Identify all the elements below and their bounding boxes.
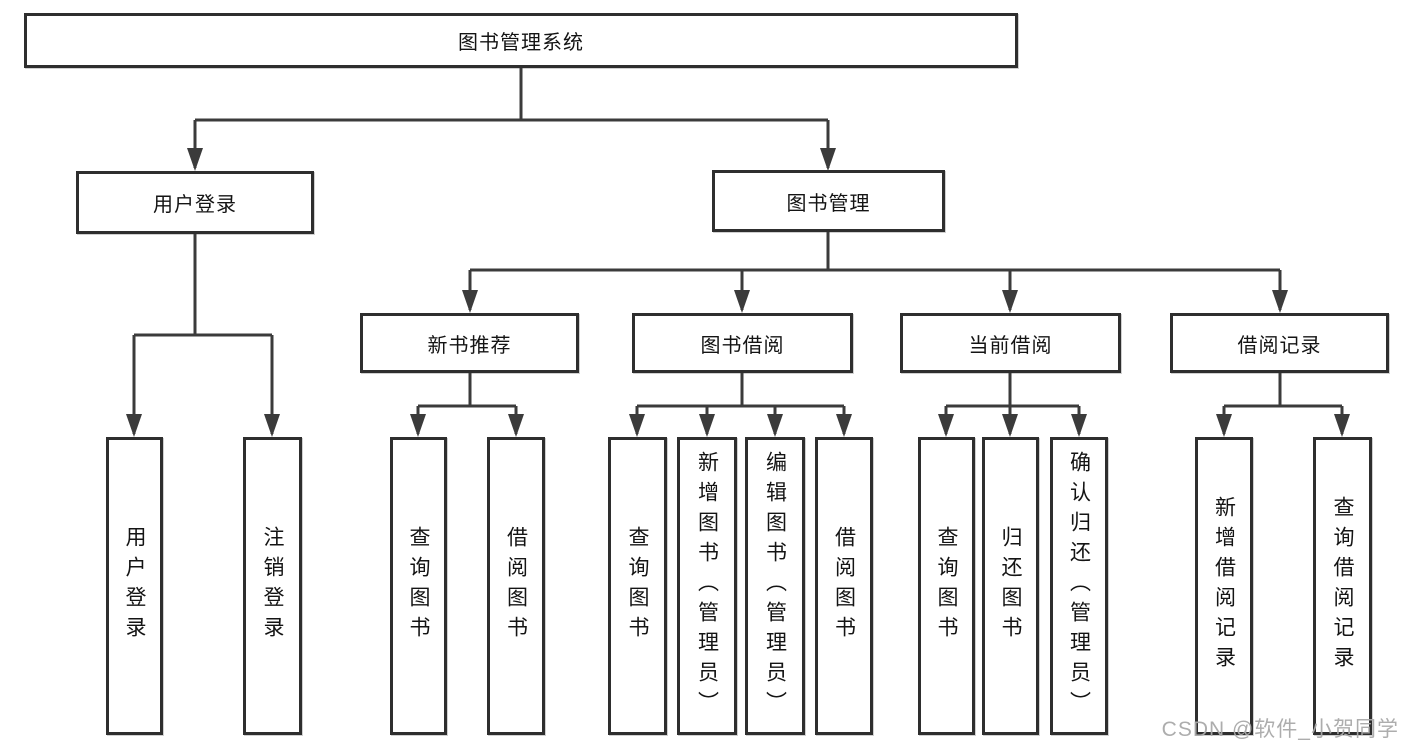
- node-label: 注销登录: [261, 526, 284, 646]
- node-label: 借阅记录: [1237, 334, 1322, 357]
- watermark: CSDN @软件_小贺同学: [1161, 718, 1399, 741]
- node-label: 新书推荐: [427, 334, 512, 357]
- node-label: 新增图书（管理员）: [695, 451, 719, 721]
- node-label: 确认归还（管理员）: [1067, 451, 1091, 721]
- node-label: 编辑图书（管理员）: [763, 451, 787, 721]
- node-borrowing-records: 借阅记录: [1170, 313, 1389, 373]
- node-user-login: 用户登录: [76, 171, 314, 234]
- leaf-user-login: 用户登录: [106, 437, 163, 735]
- leaf-borrowing-query-books: 查询图书: [608, 437, 667, 735]
- leaf-confirm-return-admin: 确认归还（管理员）: [1050, 437, 1108, 735]
- leaf-add-borrow-record: 新增借阅记录: [1195, 437, 1253, 735]
- leaf-logout: 注销登录: [243, 437, 302, 735]
- node-label: 用户登录: [153, 194, 237, 216]
- leaf-current-query-books: 查询图书: [918, 437, 975, 735]
- node-label: 查询图书: [626, 526, 649, 646]
- node-label: 新增借阅记录: [1212, 496, 1236, 676]
- node-label: 图书管理: [786, 192, 871, 215]
- node-label: 归还图书: [999, 526, 1022, 646]
- node-book-borrowing: 图书借阅: [632, 313, 853, 373]
- leaf-query-borrow-record: 查询借阅记录: [1313, 437, 1372, 735]
- leaf-return-books: 归还图书: [982, 437, 1039, 735]
- node-current-borrowing: 当前借阅: [900, 313, 1121, 373]
- leaf-recommend-borrow-books: 借阅图书: [487, 437, 545, 735]
- node-label: 图书管理系统: [458, 32, 584, 54]
- leaf-add-books-admin: 新增图书（管理员）: [677, 437, 737, 735]
- node-label: 图书借阅: [700, 334, 785, 357]
- node-label: 用户登录: [123, 526, 146, 646]
- node-label: 借阅图书: [832, 526, 856, 646]
- node-label: 借阅图书: [504, 526, 528, 646]
- node-label: 当前借阅: [968, 334, 1053, 357]
- leaf-recommend-query-books: 查询图书: [390, 437, 447, 735]
- node-library-management-system: 图书管理系统: [24, 13, 1018, 68]
- node-label: 查询图书: [407, 526, 430, 646]
- node-book-management: 图书管理: [712, 170, 945, 232]
- node-new-book-recommend: 新书推荐: [360, 313, 579, 373]
- node-label: 查询借阅记录: [1331, 496, 1354, 676]
- node-label: 查询图书: [935, 526, 958, 646]
- leaf-borrowing-borrow-books: 借阅图书: [815, 437, 873, 735]
- leaf-edit-books-admin: 编辑图书（管理员）: [745, 437, 805, 735]
